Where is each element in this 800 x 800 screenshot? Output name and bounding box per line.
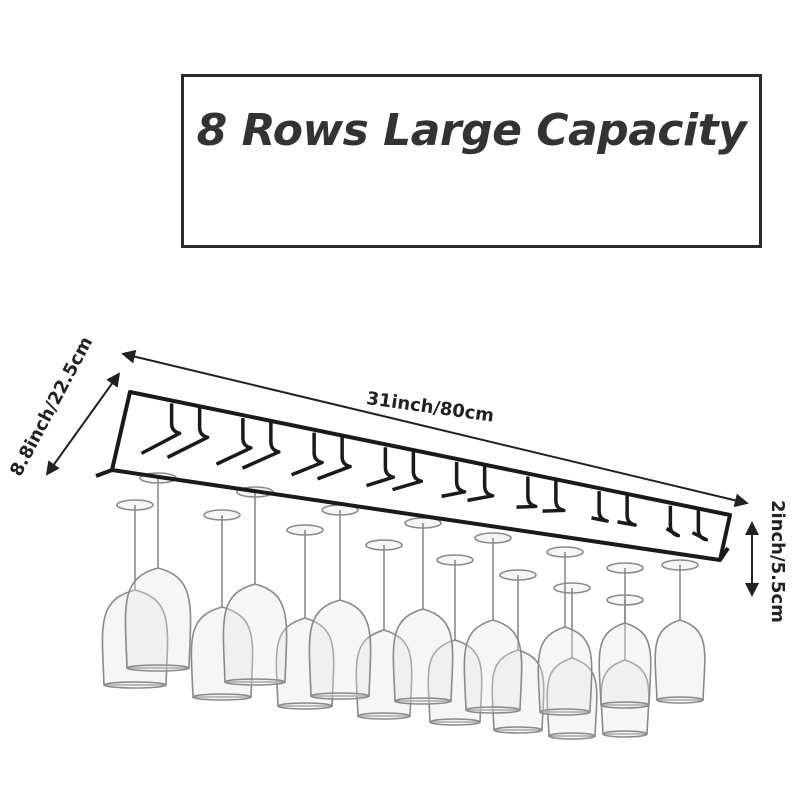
rack-rails bbox=[140, 403, 709, 542]
wine-glass bbox=[598, 562, 652, 709]
title-banner: 8 Rows Large Capacity bbox=[181, 74, 762, 248]
rack-rail bbox=[516, 476, 566, 513]
wine-glass bbox=[463, 532, 523, 714]
wine-glass bbox=[546, 582, 598, 740]
depth-arrow bbox=[45, 372, 121, 476]
wine-glass bbox=[392, 517, 454, 705]
glasses-group bbox=[101, 472, 706, 740]
wine-glass bbox=[654, 559, 706, 704]
rack-rail bbox=[215, 417, 281, 470]
rack-rail bbox=[290, 432, 352, 481]
wine-glass bbox=[537, 546, 593, 716]
width-arrow bbox=[121, 349, 749, 508]
rack-rail bbox=[140, 403, 210, 459]
wine-glass bbox=[101, 499, 169, 689]
rack-frame bbox=[95, 390, 732, 562]
wine-glass bbox=[308, 504, 372, 700]
rack-rail bbox=[441, 461, 495, 503]
rack-rail bbox=[365, 447, 424, 492]
wine-glass bbox=[600, 594, 650, 738]
rack-rail bbox=[665, 505, 709, 542]
wine-glass bbox=[190, 509, 254, 701]
rack-rail bbox=[591, 491, 637, 527]
title-text: 8 Rows Large Capacity bbox=[196, 105, 747, 156]
height-dimension-label: 2inch/5.5cm bbox=[767, 500, 788, 623]
wine-glass bbox=[124, 472, 192, 672]
wine-glass bbox=[275, 524, 335, 710]
